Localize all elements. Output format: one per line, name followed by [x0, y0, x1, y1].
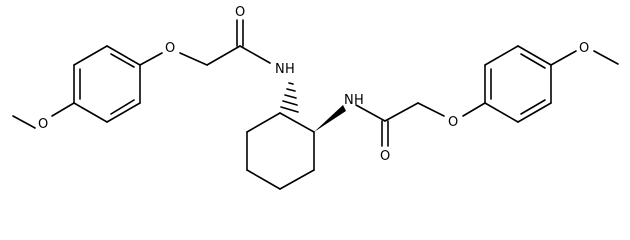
bond-left-ring-o-ether: [139, 52, 163, 66]
bond-right-ring-o-methoxy: [550, 50, 577, 66]
bond-left-carbonyl-n: [239, 45, 271, 64]
right-methoxy-oxygen: O: [579, 41, 589, 56]
right-carbonyl-oxygen: O: [380, 149, 390, 164]
left-amide-hydrogen: H: [285, 62, 295, 77]
left-amide-nitrogen: N: [275, 62, 285, 77]
bond-right-o-methyl: [593, 50, 619, 65]
bond-right-carbonyl-ch2: [384, 102, 419, 122]
solid-wedge-bond: [314, 105, 346, 132]
cyclohexane-ring: [246, 112, 315, 190]
bond-left-o-methyl: [12, 115, 36, 129]
bond-right-ch2-o: [417, 102, 445, 117]
molecule-structure: O O O N H N H O O: [12, 5, 619, 190]
left-ether-oxygen: O: [165, 41, 175, 56]
bond-left-ch2-carbonyl: [206, 45, 241, 66]
bond-left-o-ch2: [179, 52, 208, 66]
bond-right-o-ring: [462, 102, 486, 117]
bond-left-ring-o-methoxy: [51, 102, 75, 117]
right-amide-nitrogen: N: [344, 93, 354, 108]
left-carbonyl-oxygen: O: [235, 5, 245, 20]
right-aryl-ring: [484, 45, 552, 123]
bond-right-n-carbonyl: [355, 104, 386, 122]
right-ether-oxygen: O: [448, 115, 458, 130]
left-aryl-ring: [73, 45, 141, 123]
right-amide-hydrogen: H: [354, 93, 364, 108]
left-methoxy-oxygen: O: [38, 117, 48, 132]
hashed-wedge-bond: [280, 82, 299, 113]
